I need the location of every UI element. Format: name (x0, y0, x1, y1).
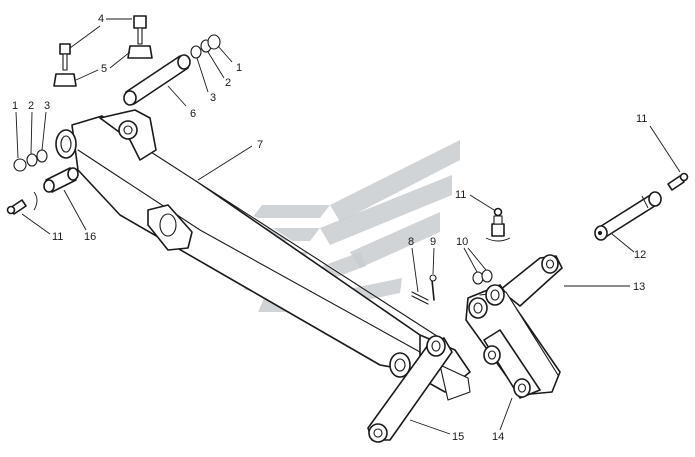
pin-top (123, 34, 221, 106)
callout-11-left: 11 (52, 231, 63, 243)
callout-14: 14 (492, 431, 504, 443)
callout-4: 4 (98, 13, 104, 25)
callout-11-mid: 11 (455, 189, 466, 201)
callout-5: 5 (101, 63, 107, 75)
callout-6: 6 (190, 108, 196, 120)
callout-3-left: 3 (44, 100, 50, 112)
callout-8: 8 (408, 236, 414, 248)
bolt-left (53, 43, 77, 87)
lower-link (367, 335, 453, 443)
grease-nipple-upper (485, 207, 511, 242)
callout-16: 16 (84, 231, 96, 243)
bolt-right (127, 15, 153, 59)
callout-15: 15 (452, 431, 464, 443)
callout-2-left: 2 (28, 100, 34, 112)
callouts: 4 5 1 2 3 6 7 1 2 3 16 11 8 9 (12, 13, 681, 443)
callout-7: 7 (257, 139, 263, 151)
callout-3-top: 3 (210, 92, 216, 104)
callout-1-top: 1 (236, 62, 242, 74)
callout-13: 13 (633, 281, 645, 293)
callout-10: 10 (456, 236, 468, 248)
split-pins (411, 274, 437, 305)
callout-11-right: 11 (636, 113, 647, 125)
pivot-pin (594, 172, 689, 241)
left-small-parts (6, 149, 79, 215)
callout-12: 12 (634, 249, 646, 261)
bellcrank-assembly (465, 254, 563, 399)
callout-1-left: 1 (12, 100, 18, 112)
callout-2-top: 2 (225, 77, 231, 89)
callout-9: 9 (430, 236, 436, 248)
boom-arm (55, 109, 471, 401)
